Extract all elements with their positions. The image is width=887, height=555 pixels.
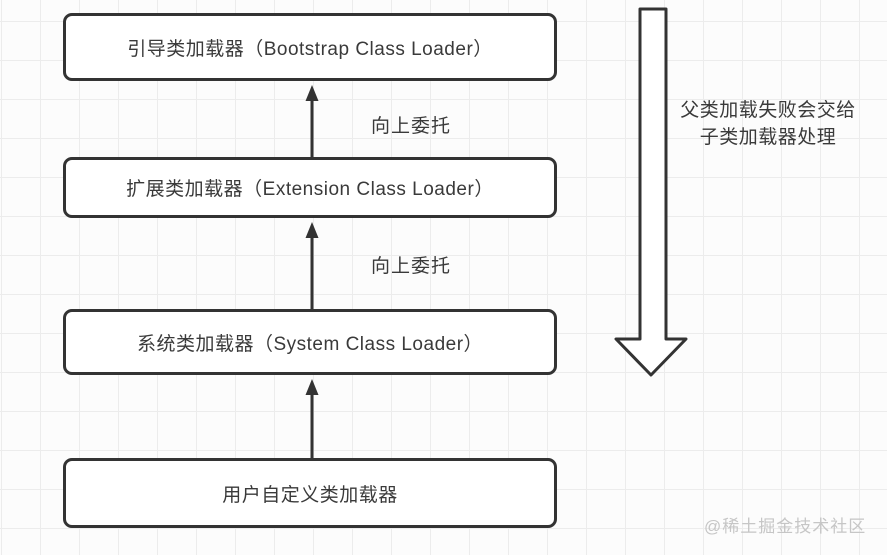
box-bootstrap-class-loader: 引导类加载器（Bootstrap Class Loader） (63, 13, 557, 81)
up-arrow-extension-to-bootstrap (305, 85, 319, 158)
box-custom-label: 用户自定义类加载器 (222, 484, 398, 506)
delegate-up-label-1: 向上委托 (371, 116, 452, 137)
downward-block-arrow (614, 7, 688, 377)
side-note-line2: 子类加载器处理 (699, 127, 837, 148)
box-bootstrap-label: 引导类加载器（Bootstrap Class Loader） (127, 38, 493, 60)
arrow-head-icon (305, 85, 319, 101)
arrow-head-icon (305, 379, 319, 395)
arrow-head-icon (305, 222, 319, 238)
box-custom-class-loader: 用户自定义类加载器 (63, 458, 557, 528)
box-system-label: 系统类加载器（System Class Loader） (136, 333, 484, 355)
box-system-class-loader: 系统类加载器（System Class Loader） (63, 309, 557, 375)
box-extension-label: 扩展类加载器（Extension Class Loader） (126, 179, 494, 200)
delegate-up-label-2: 向上委托 (371, 256, 452, 277)
side-note-line1: 父类加载失败会交给 (680, 100, 856, 121)
up-arrow-custom-to-system (305, 379, 319, 459)
down-arrow-icon (614, 7, 688, 377)
watermark: @稀土掘金技术社区 (704, 517, 867, 536)
side-note: 父类加载失败会交给 子类加载器处理 (676, 97, 860, 151)
up-arrow-system-to-extension (305, 222, 319, 310)
box-extension-class-loader: 扩展类加载器（Extension Class Loader） (63, 157, 557, 218)
